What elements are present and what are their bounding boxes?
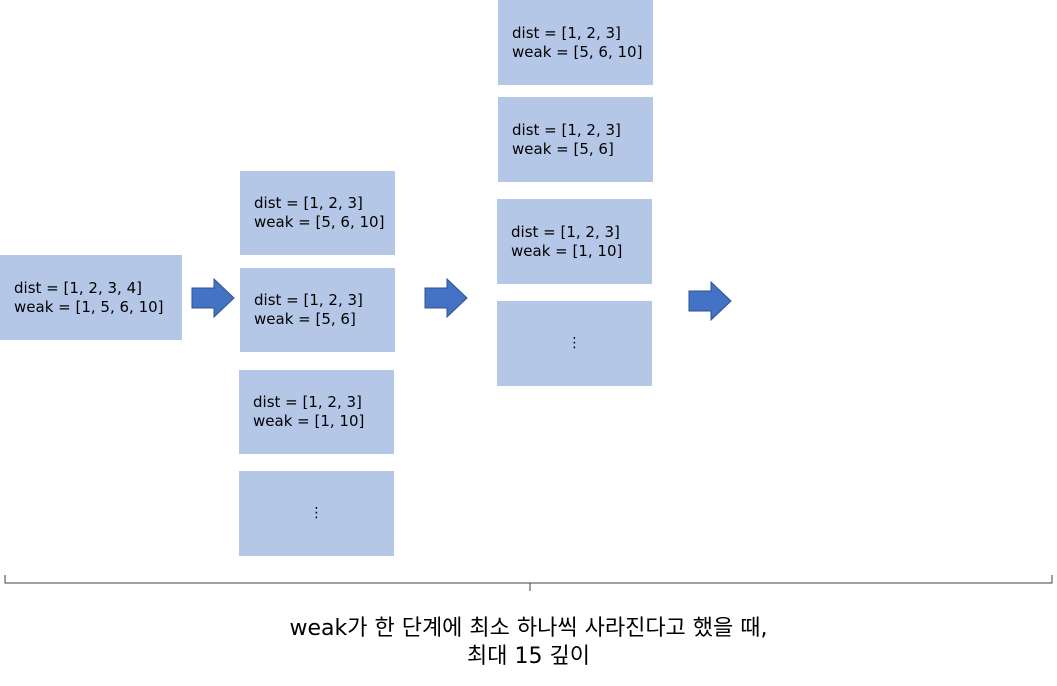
- weak-label: weak = [5, 6]: [512, 139, 614, 158]
- dist-label: dist = [1, 2, 3]: [254, 291, 363, 309]
- right-arrow-icon: [191, 278, 235, 318]
- right-arrow-icon: [424, 278, 468, 318]
- weak-label: weak = [1, 10]: [511, 241, 623, 260]
- dist-label: dist = [1, 2, 3]: [512, 23, 621, 42]
- state-box-level2-more: ⋮: [497, 301, 652, 386]
- state-box-level2-2: dist = [1, 2, 3] weak = [5, 6]: [498, 97, 653, 182]
- state-box-level1-more: ⋮: [239, 471, 394, 556]
- state-box-root: dist = [1, 2, 3, 4] weak = [1, 5, 6, 10]: [0, 255, 182, 340]
- state-box-level2-3: dist = [1, 2, 3] weak = [1, 10]: [497, 199, 652, 284]
- weak-label: weak = [1, 5, 6, 10]: [14, 297, 164, 316]
- weak-label: weak = [5, 6]: [254, 310, 356, 328]
- ellipsis: ⋮: [567, 335, 582, 351]
- dist-label: dist = [1, 2, 3]: [254, 194, 363, 212]
- dist-label: dist = [1, 2, 3]: [253, 393, 362, 411]
- dist-label: dist = [1, 2, 3]: [511, 222, 620, 241]
- dist-label: dist = [1, 2, 3, 4]: [14, 278, 142, 297]
- state-box-level1-3: dist = [1, 2, 3] weak = [1, 10]: [239, 370, 394, 454]
- ellipsis: ⋮: [309, 505, 324, 521]
- weak-label: weak = [5, 6, 10]: [254, 213, 385, 231]
- caption-line-1: weak가 한 단계에 최소 하나씩 사라진다고 했을 때,: [289, 616, 768, 641]
- state-box-level1-2: dist = [1, 2, 3] weak = [5, 6]: [240, 268, 395, 352]
- bracket-brace: [4, 575, 1053, 591]
- right-arrow-icon: [688, 281, 732, 321]
- weak-label: weak = [5, 6, 10]: [512, 42, 643, 61]
- dist-label: dist = [1, 2, 3]: [512, 120, 621, 139]
- caption-line-2: 최대 15 깊이: [467, 644, 590, 669]
- caption: weak가 한 단계에 최소 하나씩 사라진다고 했을 때, 최대 15 깊이: [0, 615, 1057, 671]
- weak-label: weak = [1, 10]: [253, 412, 365, 430]
- state-box-level2-1: dist = [1, 2, 3] weak = [5, 6, 10]: [498, 0, 653, 85]
- state-box-level1-1: dist = [1, 2, 3] weak = [5, 6, 10]: [240, 171, 395, 255]
